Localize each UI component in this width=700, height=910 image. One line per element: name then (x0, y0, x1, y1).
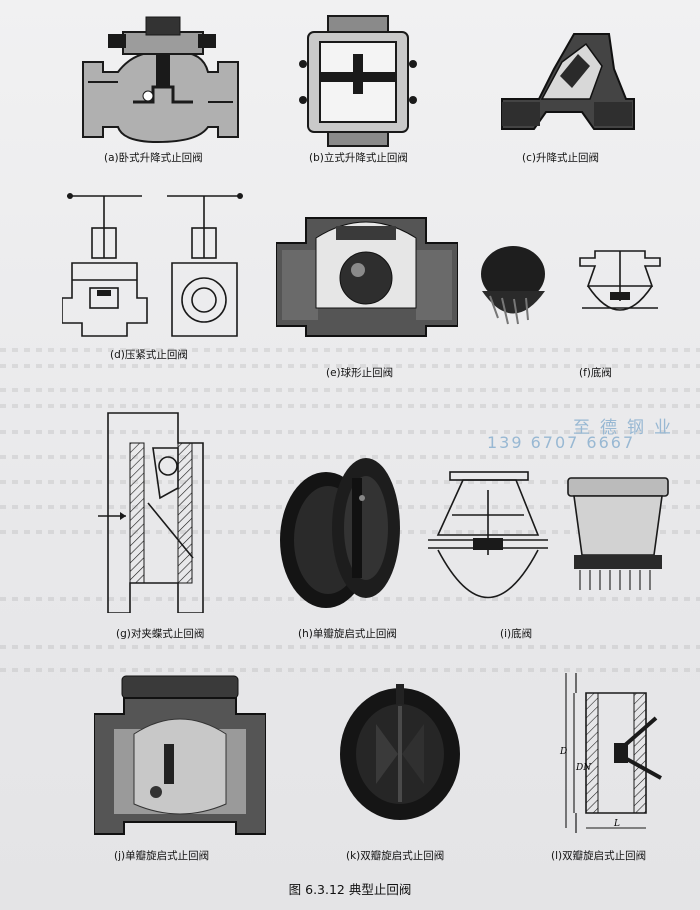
figure-title: 图 6.3.12 典型止回阀 (288, 882, 412, 897)
figure-i-foot-valve (428, 470, 674, 625)
watermark-company: 至德钢业 (573, 418, 681, 438)
figure-e-ball-check-valve (276, 198, 458, 340)
dimension-label-DN: DN (576, 763, 592, 773)
dimension-label-D: D (560, 747, 568, 757)
caption-l: (l)双瓣旋启式止回阀 (551, 850, 647, 862)
figure-g-wafer-butterfly-check-valve (98, 408, 208, 613)
caption-k: (k)双瓣旋启式止回阀 (346, 850, 445, 862)
caption-e: (e)球形止回阀 (326, 367, 394, 379)
figure-j-single-disc-swing-check-valve (94, 674, 266, 840)
caption-a: (a)卧式升降式止回阀 (104, 152, 203, 164)
figure-k-dual-disc-swing-check-valve (336, 684, 464, 824)
caption-b: (b)立式升降式止回阀 (309, 152, 408, 164)
caption-c: (c)升降式止回阀 (522, 152, 599, 164)
figure-f-foot-valve (470, 236, 670, 336)
figure-b-vertical-lift-check-valve (298, 14, 418, 147)
caption-i: (i)底阀 (500, 628, 533, 640)
caption-h: (h)单瓣旋启式止回阀 (298, 628, 397, 640)
caption-d: (d)压紧式止回阀 (110, 349, 188, 361)
dimension-label-L: L (614, 819, 620, 829)
figure-h-single-disc-swing-check-valve (276, 448, 404, 613)
watermark-phone: 139 6707 6667 (487, 433, 636, 452)
caption-f: (f)底阀 (579, 367, 612, 379)
figure-a-horizontal-lift-check-valve (78, 12, 243, 147)
figure-c-lift-check-valve (494, 14, 639, 144)
caption-g: (g)对夹蝶式止回阀 (116, 628, 205, 640)
figure-l-dual-disc-swing-check-valve: D DN L (556, 663, 678, 843)
figure-d-compression-check-valve (62, 188, 252, 343)
caption-j: (j)单瓣旋启式止回阀 (114, 850, 210, 862)
